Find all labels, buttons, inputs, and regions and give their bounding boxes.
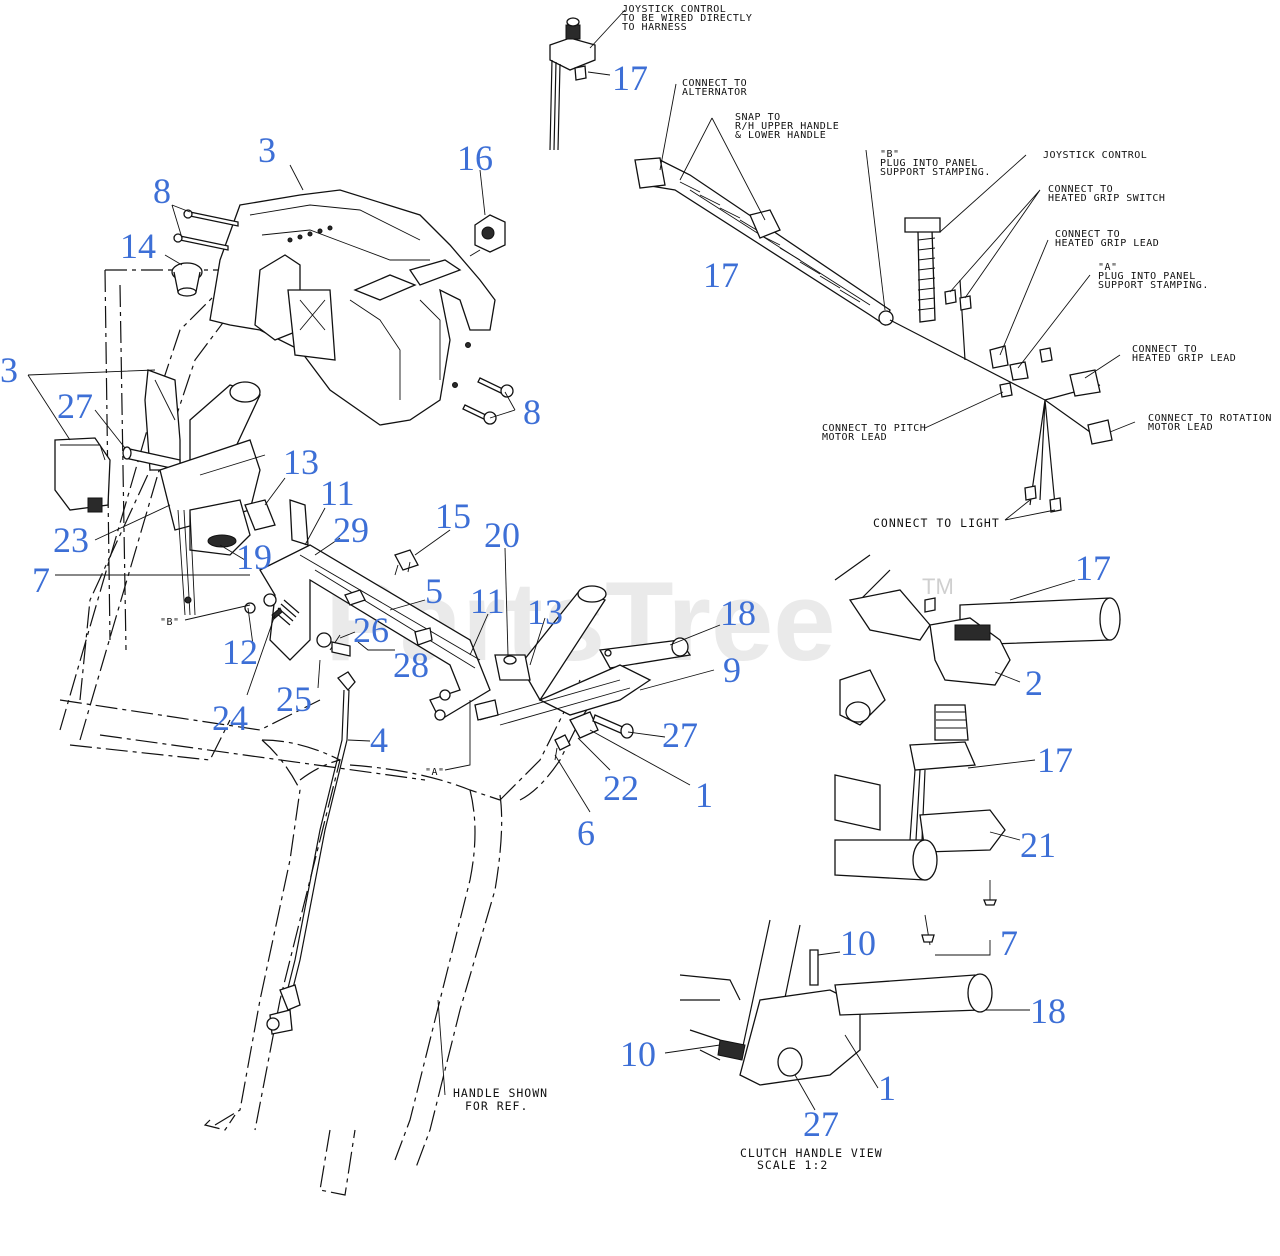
note-grip-lead2-2: HEATED GRIP LEAD	[1132, 353, 1236, 364]
note-pitch-1: CONNECT TO PITCH	[822, 423, 926, 434]
cable	[266, 671, 356, 1035]
note-ref-a: "A"	[425, 767, 445, 778]
note-handle-ref-2: FOR REF.	[465, 1099, 528, 1113]
callout-1-mid: 1	[695, 775, 713, 815]
callout-18-mid: 18	[720, 593, 756, 633]
callout-28: 28	[393, 645, 429, 685]
joystick-detail	[834, 554, 1121, 946]
callout-23: 23	[53, 520, 89, 560]
callout-17-right: 17	[1075, 548, 1111, 588]
callout-3-left: 3	[0, 350, 18, 390]
note-clutch-view-2: SCALE 1:2	[757, 1158, 828, 1172]
callout-1-bottom: 1	[878, 1068, 896, 1108]
note-connect-light: CONNECT TO LIGHT	[873, 516, 1000, 530]
switch-15	[394, 549, 419, 576]
note-alternator-1: CONNECT TO	[682, 78, 747, 89]
callout-11-mid: 11	[470, 581, 505, 621]
callout-10-top: 10	[840, 923, 876, 963]
note-alternator-2: ALTERNATOR	[682, 87, 748, 98]
note-grip-switch-2: HEATED GRIP SWITCH	[1048, 193, 1165, 204]
note-plug-a-2: PLUG INTO PANEL	[1098, 271, 1196, 282]
note-plug-b-1: "B"	[880, 149, 900, 160]
note-grip-lead1-1: CONNECT TO	[1055, 229, 1120, 240]
callout-3-top: 3	[258, 130, 276, 170]
callout-11-top: 11	[320, 473, 355, 513]
text-notes: JOYSTICK CONTROL TO BE WIRED DIRECTLY TO…	[160, 4, 1272, 1172]
console-housing	[209, 189, 496, 426]
callout-14: 14	[120, 226, 156, 266]
note-snap-2: R/H UPPER HANDLE	[735, 121, 839, 132]
screws-right	[462, 377, 514, 425]
callout-21: 21	[1020, 825, 1056, 865]
note-ref-b: "B"	[160, 617, 180, 628]
note-handle-ref-1: HANDLE SHOWN	[453, 1086, 548, 1100]
callout-26: 26	[353, 610, 389, 650]
callout-27-mid: 27	[662, 715, 698, 755]
callout-17-right2: 17	[1037, 740, 1073, 780]
note-clutch-view-1: CLUTCH HANDLE VIEW	[740, 1146, 883, 1160]
callout-20: 20	[484, 515, 520, 555]
note-plug-a-3: SUPPORT STAMPING.	[1098, 280, 1209, 291]
callout-8-top: 8	[153, 171, 171, 211]
callout-7-right: 7	[1000, 923, 1018, 963]
note-plug-b-3: SUPPORT STAMPING.	[880, 167, 991, 178]
callout-9: 9	[723, 650, 741, 690]
callout-18-bottom: 18	[1030, 991, 1066, 1031]
note-rotation-1: CONNECT TO ROTATION	[1148, 413, 1272, 424]
callout-12: 12	[222, 632, 258, 672]
note-joystick-1: JOYSTICK CONTROL	[622, 4, 726, 15]
watermark-trademark: TM	[922, 574, 954, 599]
left-bracket	[54, 369, 181, 513]
note-snap-1: SNAP TO	[735, 112, 781, 123]
callout-5: 5	[425, 571, 443, 611]
switch-16	[469, 214, 506, 257]
wiring-harness	[549, 17, 1113, 513]
callout-6: 6	[577, 813, 595, 853]
callout-27-bottom: 27	[803, 1104, 839, 1144]
callout-8-right: 8	[523, 392, 541, 432]
note-grip-lead2-1: CONNECT TO	[1132, 344, 1197, 355]
note-grip-lead1-2: HEATED GRIP LEAD	[1055, 238, 1159, 249]
note-grip-switch-1: CONNECT TO	[1048, 184, 1113, 195]
center-assembly	[159, 381, 309, 616]
callout-27-left: 27	[57, 386, 93, 426]
callout-16: 16	[457, 138, 493, 178]
callout-7-left: 7	[32, 560, 50, 600]
note-joystick-2: TO BE WIRED DIRECTLY	[622, 13, 752, 24]
callout-24: 24	[212, 698, 248, 738]
callout-4: 4	[370, 720, 388, 760]
screws-top	[173, 209, 239, 251]
handle-frame	[59, 269, 601, 1196]
callout-19: 19	[236, 537, 272, 577]
leader-lines	[27, 9, 1136, 1111]
right-grip-assembly	[474, 585, 692, 761]
note-pitch-2: MOTOR LEAD	[822, 432, 887, 443]
callout-17-harness: 17	[703, 255, 739, 295]
callout-2: 2	[1025, 663, 1043, 703]
note-rotation-2: MOTOR LEAD	[1148, 422, 1213, 433]
note-joystick-3: TO HARNESS	[622, 22, 687, 33]
knob	[171, 262, 203, 297]
callout-13-top: 13	[283, 442, 319, 482]
callout-10-bottom: 10	[620, 1034, 656, 1074]
clutch-handle-view	[679, 919, 993, 1086]
note-joystick-control: JOYSTICK CONTROL	[1043, 150, 1147, 161]
note-plug-a-1: "A"	[1098, 262, 1118, 273]
callout-15: 15	[435, 496, 471, 536]
callout-29: 29	[333, 510, 369, 550]
panel-support	[244, 544, 491, 721]
note-plug-b-2: PLUG INTO PANEL	[880, 158, 978, 169]
note-snap-3: & LOWER HANDLE	[735, 130, 826, 141]
callout-22: 22	[603, 768, 639, 808]
callout-13-mid: 13	[527, 592, 563, 632]
callout-17-top: 17	[612, 58, 648, 98]
callout-25: 25	[276, 679, 312, 719]
callout-numbers: 17 3 16 8 14 3 27 8 17 13 11 29 23 15 20…	[0, 58, 1111, 1144]
